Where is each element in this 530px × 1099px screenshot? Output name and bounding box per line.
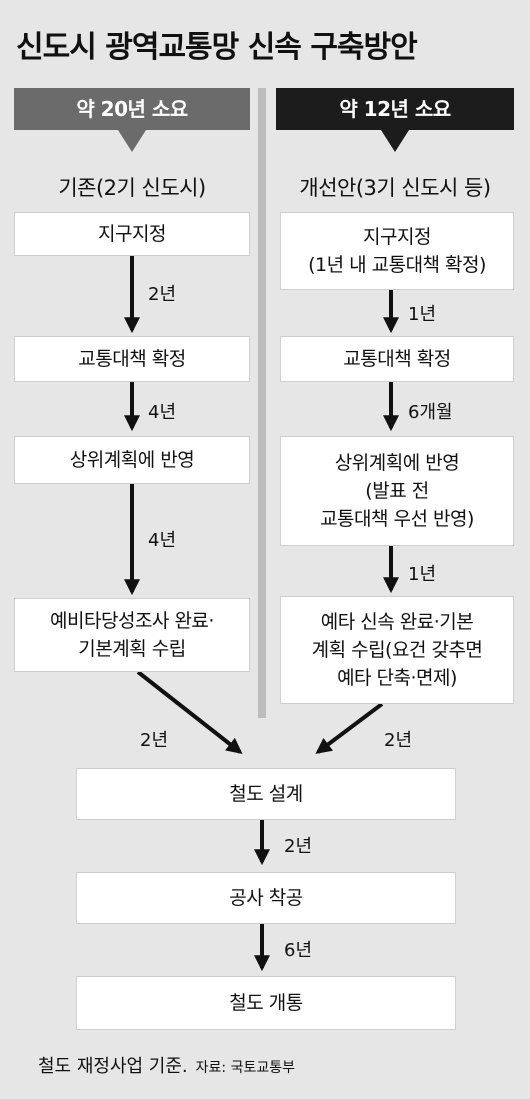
right-step-4: 예타 신속 완료·기본 계획 수립(요건 갖추면 예타 단축·면제) [280, 596, 514, 704]
left-step-4: 예비타당성조사 완료· 기본계획 수립 [14, 598, 250, 672]
right-arrow-4 [315, 702, 384, 754]
right-interval-1: 1년 [408, 304, 437, 325]
common-step-1: 철도 설계 [76, 768, 456, 820]
right-duration-banner: 약 12년 소요 [276, 88, 514, 130]
left-arrow-4 [136, 670, 243, 754]
left-interval-1: 2년 [148, 284, 177, 305]
left-banner-pointer [118, 130, 146, 152]
left-step-3: 상위계획에 반영 [14, 436, 250, 484]
common-interval-2: 6년 [284, 940, 313, 961]
right-step-3: 상위계획에 반영 (발표 전 교통대책 우선 반영) [280, 436, 514, 546]
common-step-3: 철도 개통 [76, 976, 456, 1030]
right-interval-2: 6개월 [408, 402, 453, 423]
footnote: 철도 재정사업 기준. 자료: 국토교통부 [38, 1052, 295, 1078]
right-step-2: 교통대책 확정 [280, 336, 514, 382]
left-step-2: 교통대책 확정 [14, 336, 250, 382]
left-interval-4: 2년 [140, 730, 169, 751]
left-interval-3: 4년 [148, 530, 177, 551]
common-interval-1: 2년 [284, 836, 313, 857]
left-duration-banner: 약 20년 소요 [14, 88, 250, 130]
left-step-1: 지구지정 [14, 212, 250, 256]
page-title: 신도시 광역교통망 신속 구축방안 [16, 30, 418, 65]
right-step-1: 지구지정 (1년 내 교통대책 확정) [280, 212, 514, 290]
right-column-header: 개선안(3기 신도시 등) [299, 176, 491, 200]
left-column-header: 기존(2기 신도시) [58, 176, 206, 200]
column-divider [258, 88, 266, 718]
right-banner-pointer [381, 130, 409, 152]
source-text: 자료: 국토교통부 [195, 1060, 295, 1076]
footnote-text: 철도 재정사업 기준. [38, 1056, 188, 1077]
right-interval-3: 1년 [408, 564, 437, 585]
common-step-2: 공사 착공 [76, 872, 456, 924]
right-interval-4: 2년 [384, 730, 413, 751]
left-interval-2: 4년 [148, 402, 177, 423]
